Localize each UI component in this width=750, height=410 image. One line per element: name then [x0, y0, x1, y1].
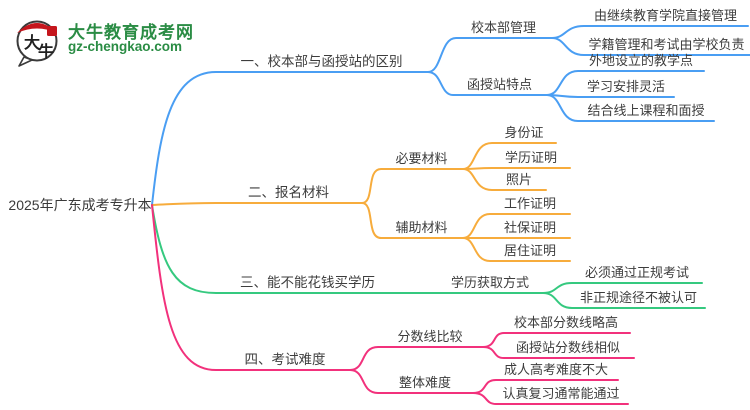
site-name: 大牛教育成考网: [68, 23, 194, 42]
svg-text:大: 大: [24, 33, 40, 52]
branch-4-leaf-2-node: 函授站分数线相似: [515, 340, 620, 355]
branch-2-leaf-6-node: 居住证明: [503, 243, 556, 258]
site-logo-icon: 大 牛: [16, 20, 58, 67]
branch-2-leaf-5-node: 社保证明: [503, 220, 556, 235]
branch-4-child-2-node: 整体难度: [398, 375, 451, 390]
branch-3-child-1-node: 学历获取方式: [450, 275, 529, 290]
branch-1-child-1-node: 校本部管理: [470, 20, 536, 35]
site-url: gz-chengkao.com: [68, 39, 183, 54]
branch-1-leaf-3-node: 外地设立的教学点: [588, 53, 693, 68]
mindmap-root-node: 2025年广东成考专升本: [8, 197, 152, 213]
branch-1-node: 一、校本部与函授站的区别: [240, 54, 403, 69]
branch-4-leaf-1-node: 校本部分数线略高: [513, 315, 618, 330]
branch-2-child-2-node: 辅助材料: [395, 220, 448, 235]
branch-1-leaf-1-node: 由继续教育学院直接管理: [593, 8, 737, 23]
branch-1-leaf-2-node: 学籍管理和考试由学校负责: [588, 37, 745, 52]
site-logo[interactable]: 大 牛 大牛教育成考网 gz-chengkao.com: [10, 12, 240, 68]
branch-2-leaf-2-node: 学历证明: [504, 150, 557, 165]
branch-4-child-1-node: 分数线比较: [397, 329, 463, 344]
branch-2-leaf-1-node: 身份证: [504, 125, 544, 140]
branch-4-node: 四、考试难度: [244, 352, 326, 367]
branch-1-leaf-4-node: 学习安排灵活: [586, 79, 665, 94]
branch-1-leaf-5-node: 结合线上课程和面授: [587, 103, 705, 118]
branch-2-leaf-4-node: 工作证明: [503, 196, 556, 211]
branch-3-node: 三、能不能花钱买学历: [240, 275, 375, 290]
branch-4-leaf-3-node: 成人高考难度不大: [503, 362, 608, 377]
branch-2-node: 二、报名材料: [248, 185, 329, 200]
branch-2-child-1-node: 必要材料: [395, 151, 448, 166]
branch-1-child-2-node: 函授站特点: [466, 77, 532, 92]
branch-4-leaf-4-node: 认真复习通常能通过: [502, 386, 620, 401]
branch-3-leaf-2-node: 非正规途径不被认可: [579, 290, 697, 305]
branch-2-leaf-3-node: 照片: [505, 172, 532, 187]
svg-text:牛: 牛: [38, 42, 54, 61]
branch-3-leaf-1-node: 必须通过正规考试: [584, 265, 689, 280]
